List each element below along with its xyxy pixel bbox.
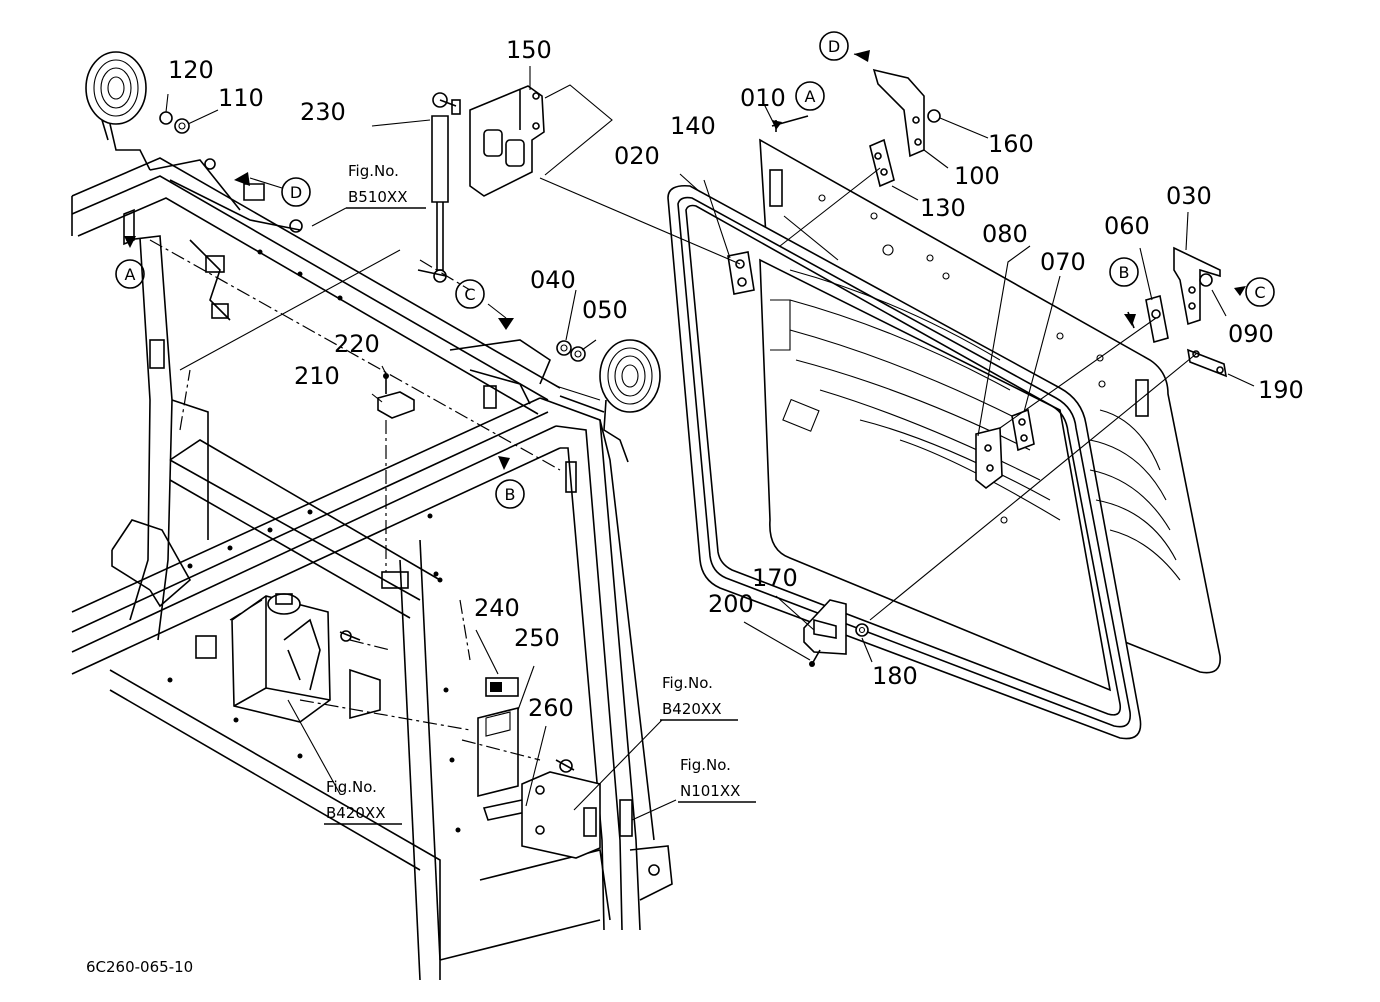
part-label-150: 150 — [506, 36, 552, 64]
fig-ref-title: Fig.No. — [662, 674, 713, 692]
gas-strut — [417, 92, 461, 283]
ref-marker-text: C — [1254, 283, 1265, 302]
work-light-left — [85, 51, 303, 321]
fig-ref-title: Fig.No. — [348, 162, 399, 180]
part-label-200: 200 — [708, 590, 754, 618]
part-label-070: 070 — [1040, 248, 1086, 276]
hinge-bracket — [469, 85, 545, 197]
part-label-220: 220 — [334, 330, 380, 358]
fig-ref-code: B510XX — [348, 188, 407, 206]
part-label-110: 110 — [218, 84, 264, 112]
part-label-030: 030 — [1166, 182, 1212, 210]
part-label-080: 080 — [982, 220, 1028, 248]
part-label-050: 050 — [582, 296, 628, 324]
fig-ref-code: B420XX — [662, 700, 721, 718]
ref-marker-a: A — [115, 259, 145, 289]
part-label-040: 040 — [530, 266, 576, 294]
fig-ref-code: B420XX — [326, 804, 385, 822]
ref-marker-c: C — [455, 279, 485, 309]
fig-ref-b420-mid: Fig.No. B420XX — [660, 674, 738, 721]
part-label-020: 020 — [614, 142, 660, 170]
ref-marker-b: B — [1109, 257, 1139, 287]
reference-markers: A A B B C C D D — [115, 31, 1275, 509]
assembly-lines — [149, 84, 1197, 761]
ref-marker-text: A — [125, 265, 136, 284]
part-label-090: 090 — [1228, 320, 1274, 348]
door-frame — [667, 184, 1181, 740]
small-parts — [159, 111, 601, 859]
ref-marker-d: D — [819, 31, 849, 61]
ref-marker-text: D — [290, 183, 302, 202]
part-label-210: 210 — [294, 362, 340, 390]
fig-ref-b420-left: Fig.No. B420XX — [324, 778, 402, 825]
part-label-140: 140 — [670, 112, 716, 140]
fig-ref-title: Fig.No. — [326, 778, 377, 796]
ref-marker-text: B — [505, 485, 516, 504]
work-light-right — [449, 339, 661, 463]
door-hardware — [727, 68, 1228, 667]
fig-ref-n101: Fig.No. N101XX — [678, 756, 756, 803]
diagram-code: 6C260-065-10 — [86, 958, 193, 976]
figure-references: Fig.No. B510XX Fig.No. B420XX Fig.No. B4… — [324, 162, 756, 825]
part-label-160: 160 — [988, 130, 1034, 158]
part-label-190: 190 — [1258, 376, 1304, 404]
ref-marker-text: B — [1119, 263, 1130, 282]
ref-marker-text: C — [464, 285, 475, 304]
part-label-240: 240 — [474, 594, 520, 622]
part-label-010: 010 — [740, 84, 786, 112]
part-label-130: 130 — [920, 194, 966, 222]
ref-marker-c: C — [1245, 277, 1275, 307]
part-label-230: 230 — [300, 98, 346, 126]
cab-frame — [71, 157, 673, 981]
ref-marker-text: D — [828, 37, 840, 56]
ref-marker-text: A — [805, 87, 816, 106]
ref-marker-d: D — [281, 177, 311, 207]
part-label-260: 260 — [528, 694, 574, 722]
fig-ref-b510: Fig.No. B510XX — [346, 162, 426, 209]
part-label-170: 170 — [752, 564, 798, 592]
part-label-180: 180 — [872, 662, 918, 690]
part-labels: 010 020 030 040 050 060 070 080 090 100 … — [168, 36, 1304, 722]
ref-marker-a: A — [795, 81, 825, 111]
part-label-120: 120 — [168, 56, 214, 84]
part-label-250: 250 — [514, 624, 560, 652]
fig-ref-code: N101XX — [680, 782, 740, 800]
washer-tank — [231, 593, 381, 723]
fig-ref-title: Fig.No. — [680, 756, 731, 774]
part-label-100: 100 — [954, 162, 1000, 190]
leader-lines — [124, 50, 1255, 821]
ref-marker-b: B — [495, 479, 525, 509]
part-label-060: 060 — [1104, 212, 1150, 240]
